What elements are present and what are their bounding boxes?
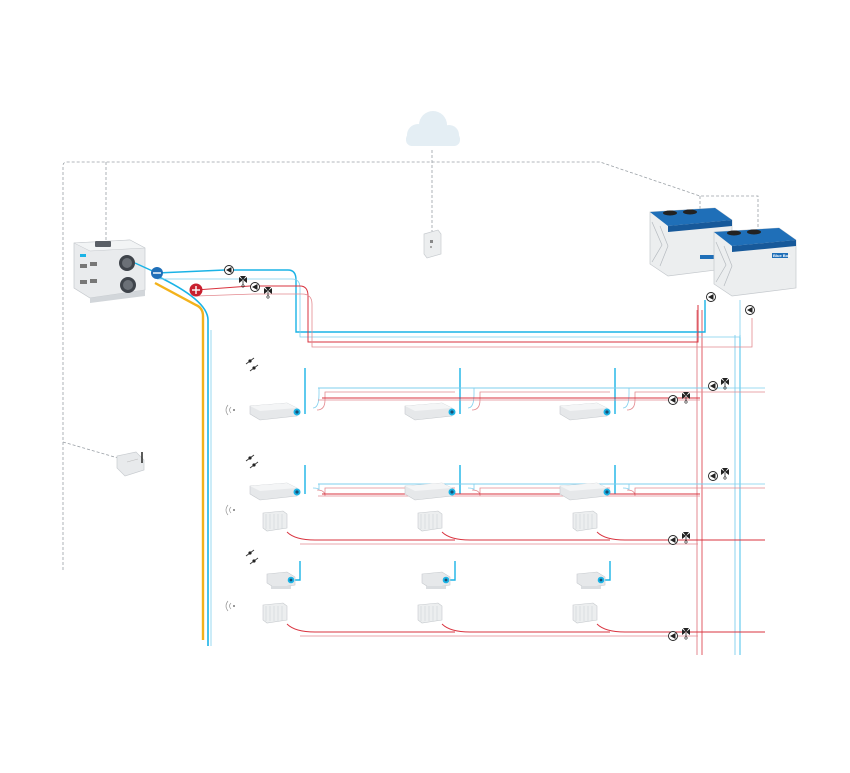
radiator-icon: [262, 510, 288, 532]
radiator-loop: [286, 531, 455, 541]
wireless-signal-icon: [225, 504, 235, 516]
radiator-loop: [441, 531, 610, 541]
cassette-unit-icon: [576, 571, 606, 589]
radiator-icon: [262, 602, 288, 624]
wireless-gateway-icon: [116, 451, 145, 477]
pumps-and-valves: [224, 265, 755, 641]
radiator-loop: [596, 623, 765, 633]
cooling-coil-icon: [151, 267, 163, 279]
chiller-brand-label: Blue Box: [773, 253, 791, 258]
wall-controller-icon: [423, 229, 442, 259]
control-network: [62, 150, 759, 570]
header-valve-dot: [248, 456, 252, 460]
circulation-pump-icon: [668, 535, 678, 545]
radiator-loop: [441, 623, 610, 633]
radiator-loop: [286, 623, 455, 633]
wireless-signal-icon: [225, 600, 235, 612]
three-way-valve-icon: [239, 276, 247, 288]
secondary-loop: [626, 391, 765, 411]
header-valve-dot: [248, 359, 252, 363]
primary-loops: [134, 262, 753, 348]
ducted-fan-coil-icon: [559, 482, 611, 501]
three-way-valve-icon: [721, 468, 729, 480]
ducted-fan-coil-icon: [249, 482, 301, 501]
cloud-icon: [406, 111, 460, 146]
floor-headers: [203, 357, 765, 637]
cassette-unit-icon: [266, 571, 296, 589]
circulation-pump-icon: [668, 395, 678, 405]
cassette-unit-icon: [421, 571, 451, 589]
heating-coil-icon: [189, 283, 203, 297]
radiator-icon: [417, 510, 443, 532]
circulation-pump-icon: [668, 631, 678, 641]
three-way-valve-icon: [264, 287, 272, 299]
chiller-unit-icon: [649, 207, 797, 297]
air-handling-unit-icon: [73, 239, 146, 303]
air-drop: [293, 561, 301, 581]
circulation-pump-icon: [250, 282, 260, 292]
three-way-valve-icon: [682, 392, 690, 404]
secondary-loop: [467, 387, 610, 409]
three-way-valve-icon: [721, 378, 729, 390]
ducted-fan-coil-icon: [404, 402, 456, 421]
secondary-loop: [312, 387, 455, 409]
circulation-pump-icon: [224, 265, 234, 275]
air-drop: [448, 561, 456, 581]
header-valve-dot: [252, 463, 256, 467]
three-way-valve-icon: [682, 628, 690, 640]
ducted-fan-coil-icon: [404, 482, 456, 501]
terminal-units: [225, 402, 611, 624]
three-way-valve-icon: [682, 532, 690, 544]
circulation-pump-icon: [745, 305, 755, 315]
secondary-loop: [622, 387, 765, 409]
radiator-icon: [572, 602, 598, 624]
header-valve-dot: [252, 366, 256, 370]
secondary-loop: [626, 487, 765, 497]
air-drop: [603, 561, 611, 581]
radiator-loop: [596, 531, 765, 541]
radiator-icon: [572, 510, 598, 532]
radiator-icon: [417, 602, 443, 624]
circulation-pump-icon: [708, 381, 718, 391]
ducted-fan-coil-icon: [249, 402, 301, 421]
header-valve-dot: [252, 559, 256, 563]
circulation-pump-icon: [706, 292, 716, 302]
secondary-loop: [622, 483, 765, 491]
ducted-fan-coil-icon: [559, 402, 611, 421]
header-valve-dot: [248, 551, 252, 555]
circulation-pump-icon: [708, 471, 718, 481]
wireless-signal-icon: [225, 404, 235, 416]
